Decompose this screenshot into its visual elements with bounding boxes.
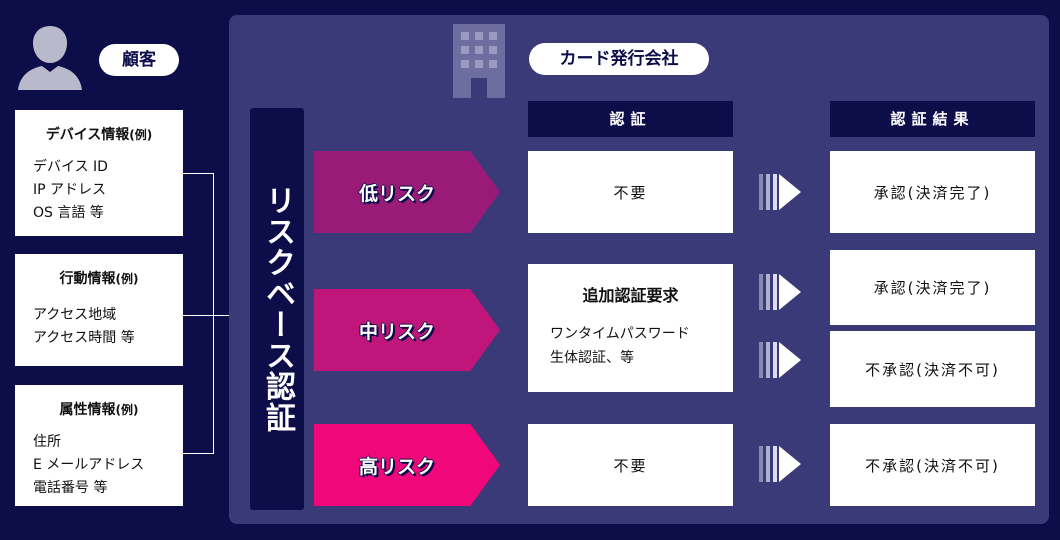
auth-mid-title: 追加認証要求 (582, 286, 679, 305)
info-card-behavior: 行動情報(例) アクセス地域 アクセス時間 等 (15, 254, 183, 366)
auth-low: 不要 (528, 151, 733, 233)
card-title: 行動情報(例) (59, 271, 139, 287)
customer-label: 顧客 (99, 44, 179, 76)
company-label: カード発行会社 (529, 43, 709, 75)
card-line: アクセス時間 等 (33, 330, 135, 346)
result-low: 承認(決済完了) (830, 151, 1035, 233)
info-card-device: デバイス情報(例) デバイス ID IP アドレス OS 言語 等 (15, 110, 183, 236)
connector-line (213, 173, 214, 454)
connector-line (183, 453, 213, 454)
auth-mid-line: 生体認証、等 (550, 350, 634, 366)
card-line: E メールアドレス (33, 457, 145, 473)
result-mid-approve: 承認(決済完了) (830, 250, 1035, 325)
info-card-attribute: 属性情報(例) 住所 E メールアドレス 電話番号 等 (15, 385, 183, 506)
auth-high: 不要 (528, 424, 733, 506)
connector-line (183, 173, 213, 174)
rba-label: リスクベース認証 (250, 108, 304, 510)
card-title: デバイス情報(例) (45, 127, 153, 143)
connector-line (183, 315, 238, 316)
flow-arrow-icon (759, 172, 803, 216)
result-high: 不承認(決済不可) (830, 424, 1035, 506)
auth-mid-line: ワンタイムパスワード (550, 326, 690, 342)
card-line: アクセス地域 (33, 307, 117, 323)
card-line: OS 言語 等 (33, 205, 104, 221)
auth-header: 認証 (528, 101, 733, 137)
result-header: 認証結果 (830, 101, 1035, 137)
person-icon (14, 20, 86, 96)
risk-high: 高リスク (314, 424, 500, 506)
flow-arrow-icon (759, 444, 803, 488)
card-line: 電話番号 等 (33, 480, 108, 496)
card-line: デバイス ID (33, 159, 108, 175)
risk-mid: 中リスク (314, 289, 500, 371)
card-line: 住所 (33, 434, 61, 450)
auth-mid: 追加認証要求 ワンタイムパスワード 生体認証、等 (528, 264, 733, 392)
flow-arrow-icon (759, 340, 803, 384)
card-line: IP アドレス (33, 182, 107, 198)
flow-arrow-icon (759, 272, 803, 316)
risk-low: 低リスク (314, 151, 500, 233)
building-icon (449, 24, 509, 102)
card-title: 属性情報(例) (59, 402, 139, 418)
result-mid-decline: 不承認(決済不可) (830, 331, 1035, 407)
